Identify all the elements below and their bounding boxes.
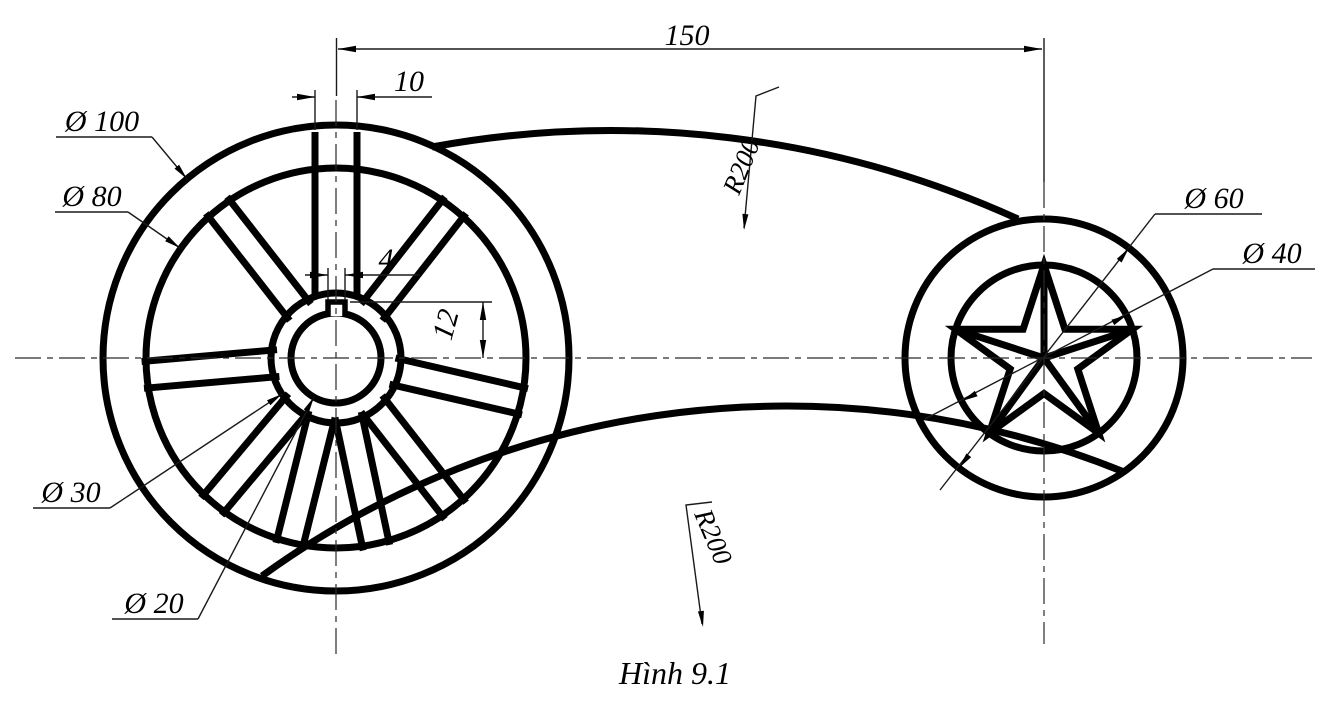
spoke-edge xyxy=(224,194,314,307)
dim-10-label: 10 xyxy=(394,65,424,98)
star-ridge xyxy=(954,325,1046,362)
leader-d80-arrow xyxy=(165,236,180,248)
leader-r200-bottom-line xyxy=(685,501,713,625)
leader-r200-top-arrow xyxy=(742,213,749,230)
leader-d40-arrow-lower xyxy=(962,390,978,401)
leader-d20: Ø 20 xyxy=(112,396,315,620)
spoke-edge xyxy=(298,416,339,551)
star-ridges xyxy=(954,265,1134,436)
label-r200-bottom: R200 xyxy=(688,504,738,570)
spoke-edge xyxy=(358,194,448,307)
spoke-edge xyxy=(394,354,529,393)
spoke-edge xyxy=(143,373,280,392)
leader-d40-arrow-upper xyxy=(1111,315,1127,326)
dim-12-arrow-bottom xyxy=(479,340,487,358)
belt-top-arc xyxy=(431,127,1020,223)
spoke-edge xyxy=(379,211,469,323)
label-d40: Ø 40 xyxy=(1241,237,1301,270)
dim-10-arrow-right xyxy=(357,93,375,101)
spoke-edge xyxy=(379,393,469,505)
left-wheel-top-slot xyxy=(311,132,361,297)
leader-r200-top: R200 xyxy=(716,86,780,230)
left-wheel-spokes xyxy=(141,194,529,552)
leader-r200-top-line xyxy=(743,86,780,229)
leader-d30-line xyxy=(109,393,283,509)
spoke-edge xyxy=(198,391,292,501)
figure-caption: Hình 9.1 xyxy=(618,655,731,691)
leader-d100-arrow xyxy=(174,164,187,179)
label-d30: Ø 30 xyxy=(40,476,100,509)
dim-150-label: 150 xyxy=(665,19,710,52)
spoke-edge xyxy=(358,409,448,522)
label-d20: Ø 20 xyxy=(123,587,183,620)
label-r200-top: R200 xyxy=(716,134,766,199)
leader-d80: Ø 80 xyxy=(55,180,181,249)
spoke-edge xyxy=(357,411,394,546)
star-ridge xyxy=(1041,355,1102,436)
leader-d60-arrow-lower xyxy=(959,453,972,468)
star-ridge xyxy=(1042,325,1134,362)
label-d80: Ø 80 xyxy=(61,180,121,213)
leader-d30: Ø 30 xyxy=(33,393,283,509)
leader-d20-arrow xyxy=(303,397,314,413)
leader-d20-line xyxy=(197,396,315,620)
belt xyxy=(259,127,1126,579)
spoke-edge xyxy=(218,408,312,518)
left-wheel xyxy=(99,121,573,595)
leader-d100: Ø 100 xyxy=(56,105,188,180)
dim-150-arrow-right xyxy=(1024,45,1042,53)
leader-r200-bottom: R200 xyxy=(685,501,739,627)
dim-150-arrow-left xyxy=(338,45,356,53)
label-d60: Ø 60 xyxy=(1183,182,1243,215)
leader-r200-bottom-arrow xyxy=(697,610,704,627)
leader-d30-arrow xyxy=(267,394,282,406)
dim-10: 10 xyxy=(292,65,432,130)
dim-12-arrow-top xyxy=(479,302,487,320)
leader-d40: Ø 40 xyxy=(924,237,1315,420)
dim-10-arrow-left xyxy=(297,93,315,101)
spoke-edge xyxy=(272,410,313,544)
label-d100: Ø 100 xyxy=(64,105,139,138)
dim-4: 4 xyxy=(305,243,420,300)
belt-bottom-arc xyxy=(259,402,1126,579)
dim-4-label: 4 xyxy=(379,243,394,276)
star-ridge xyxy=(986,355,1047,436)
leader-d60-arrow-upper xyxy=(1116,248,1129,263)
spoke-edge xyxy=(141,346,278,365)
spoke-edge xyxy=(203,211,293,323)
spoke-edge xyxy=(331,416,367,552)
leader-d60: Ø 60 xyxy=(939,182,1262,491)
dim-4-arrow-right xyxy=(345,271,363,279)
centerlines xyxy=(15,100,1312,656)
dim-150: 150 xyxy=(335,19,1045,182)
dim-12-label: 12 xyxy=(426,306,466,344)
spoke-edge xyxy=(388,380,523,419)
dim-4-arrow-left xyxy=(310,271,328,279)
